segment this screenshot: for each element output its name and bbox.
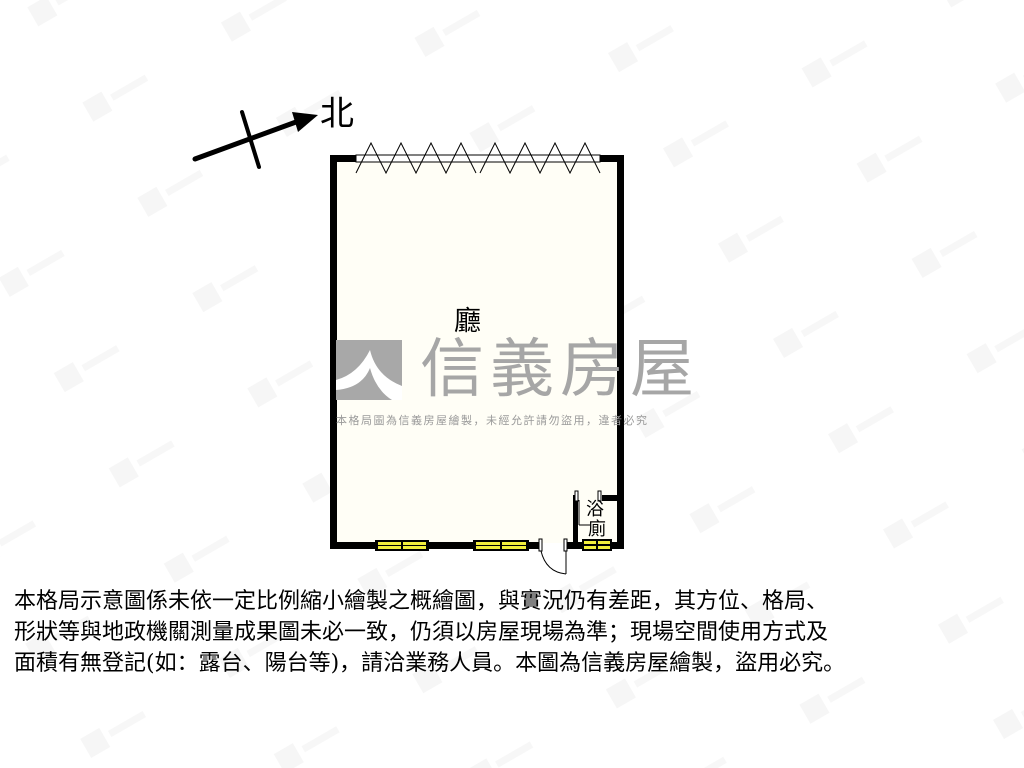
disclaimer-line-3: 面積有無登記(如：露台、陽台等)，請洽業務人員。本圖為信義房屋繪製，盜用必究。 xyxy=(14,651,846,676)
disclaimer-line-1: 本格局示意圖係未依一定比例縮小繪製之概繪圖，與實況仍有差距，其方位、格局、 xyxy=(14,589,829,614)
sinyi-logo-icon xyxy=(336,340,402,400)
bathroom-label-line2: 廁 xyxy=(588,519,606,540)
brand-watermark: 信義房屋 本格局圖為信義房屋繪製，未經允許請勿盜用，違者必究 xyxy=(336,334,696,430)
bathroom-window xyxy=(582,539,612,551)
north-label: 北 xyxy=(320,94,354,134)
bathroom-door xyxy=(574,490,602,526)
living-room-label: 廳 xyxy=(454,306,481,337)
disclaimer-line-2: 形狀等與地政機關測量成果圖未必一致，仍須以房屋現場為準；現場空間使用方式及 xyxy=(14,620,829,645)
brand-name: 信義房屋 xyxy=(420,333,700,407)
bottom-window-right xyxy=(473,540,529,551)
entrance-door xyxy=(538,538,568,575)
bottom-window-left xyxy=(375,540,429,551)
bathroom-label-line1: 浴 xyxy=(586,499,604,520)
top-window xyxy=(355,141,601,175)
bathroom-walls xyxy=(573,495,624,549)
brand-subtext: 本格局圖為信義房屋繪製，未經允許請勿盜用，違者必究 xyxy=(336,414,649,427)
disclaimer-text: 本格局示意圖係未依一定比例縮小繪製之概繪圖，與實況仍有差距，其方位、格局、 形狀… xyxy=(14,586,1014,679)
